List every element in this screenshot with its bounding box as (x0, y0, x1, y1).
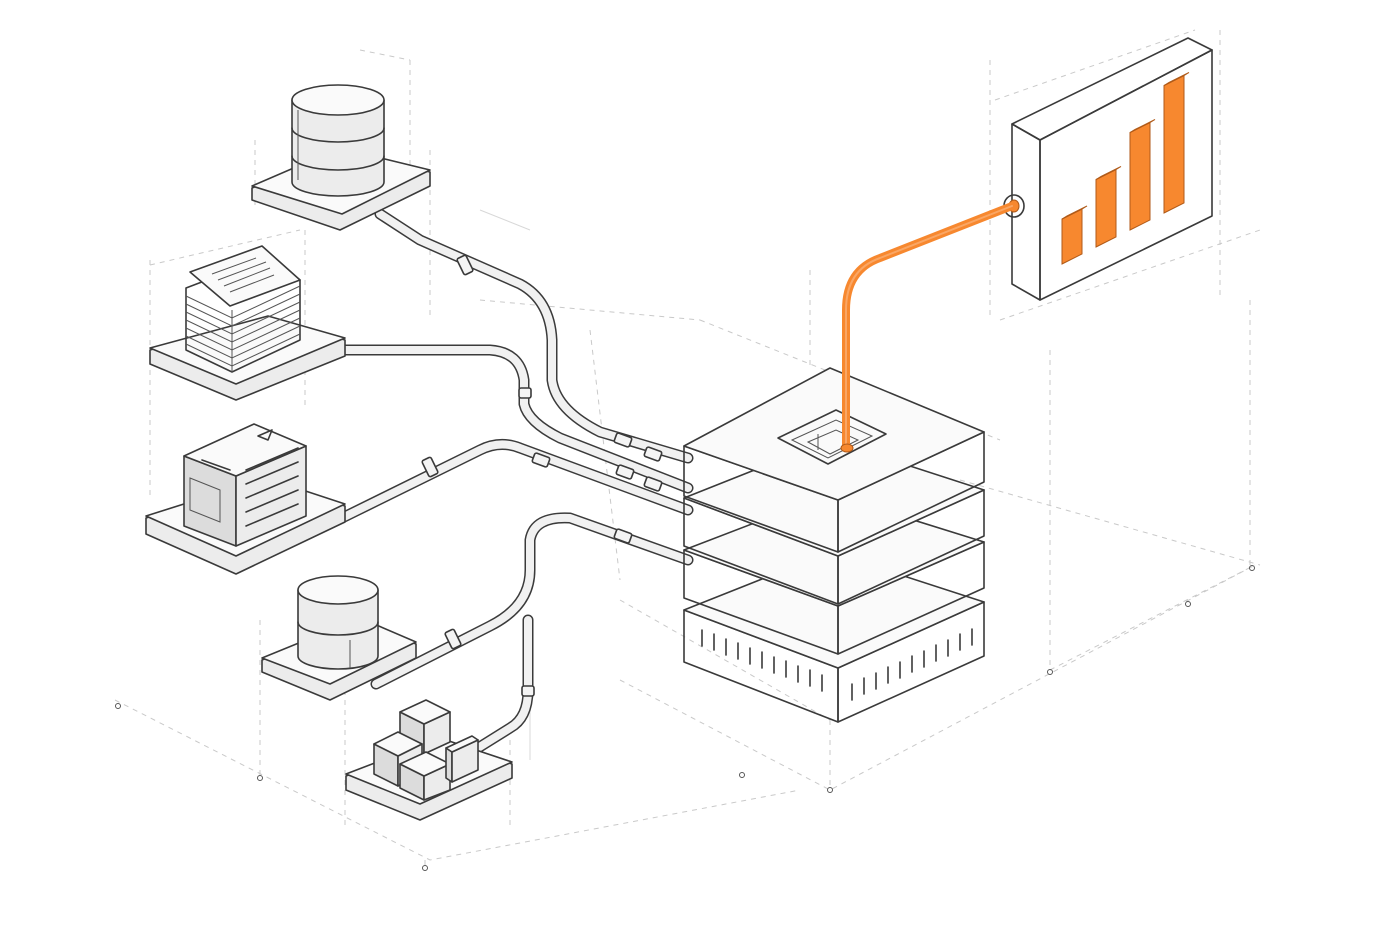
stacked-server-icon (683, 367, 985, 723)
block-cluster-module (345, 699, 513, 821)
hub-top-layer (683, 367, 985, 553)
database-icon (297, 575, 379, 670)
chart-bar-2 (1095, 168, 1117, 248)
chart-bar-4 (1163, 74, 1185, 214)
pipe-network (334, 208, 694, 754)
chart-bar-top-3 (1129, 119, 1156, 133)
chart-bar-top-4 (1163, 72, 1190, 86)
database-icon (291, 84, 385, 197)
server-icon (183, 423, 307, 547)
bar-chart (1061, 72, 1190, 265)
database-top-module (251, 84, 431, 231)
document-stack-module (149, 245, 346, 401)
chart-bar-3 (1129, 121, 1151, 231)
hub-base-layer (683, 551, 985, 723)
cubes-icon (373, 699, 479, 801)
server-cabinet-module (145, 423, 346, 575)
bar-chart-monitor-icon (1003, 37, 1213, 301)
database-bottom-module (261, 575, 417, 701)
construction-guides (114, 29, 1261, 871)
output-link (840, 202, 1016, 453)
chart-bar-top-1 (1061, 205, 1088, 220)
document-stack-icon (185, 245, 301, 373)
chart-bar-top-2 (1095, 166, 1122, 180)
